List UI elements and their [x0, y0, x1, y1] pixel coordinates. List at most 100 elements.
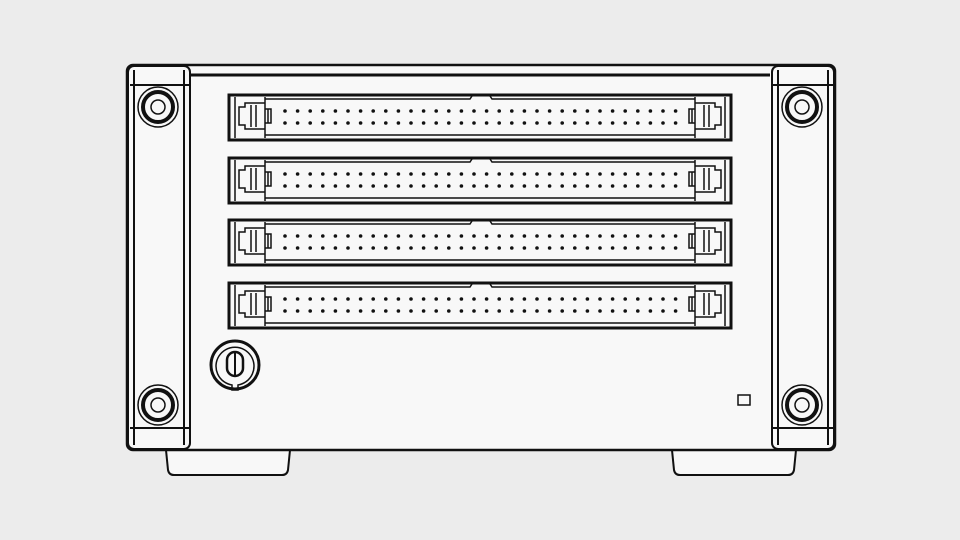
connector-pin	[560, 234, 564, 238]
connector-pin	[497, 234, 502, 238]
connector-pin	[598, 297, 602, 301]
connector-pin	[333, 246, 338, 250]
connector-latch	[688, 222, 726, 263]
connector-pin	[535, 109, 539, 113]
connector-pin	[472, 172, 476, 176]
connector	[227, 281, 733, 330]
connector-pin	[447, 297, 451, 301]
connector-pin	[371, 172, 376, 176]
connector-pin	[535, 246, 539, 250]
connector-pin	[459, 234, 464, 238]
connector-pin	[333, 109, 338, 113]
connector-pin	[636, 121, 640, 125]
connector-pin	[535, 297, 539, 301]
connector-pin	[358, 184, 363, 188]
connector-pin	[484, 234, 489, 238]
connector-pin	[371, 309, 376, 313]
connector-pin	[459, 109, 464, 113]
connector-pin	[585, 109, 590, 113]
connector-pin	[283, 121, 287, 125]
connector-pin	[447, 109, 451, 113]
connector-pin	[610, 109, 615, 113]
connector-pin	[598, 246, 602, 250]
connector-pin	[535, 172, 539, 176]
connector-pin	[636, 309, 640, 313]
connector-pin	[585, 121, 590, 125]
connector-latch	[688, 97, 726, 138]
connector-pin	[396, 121, 401, 125]
screw-icon	[137, 384, 179, 426]
connector-pin	[547, 172, 552, 176]
connector-pin	[421, 121, 426, 125]
connector-pin	[560, 246, 564, 250]
connector-pin	[421, 234, 426, 238]
connector-pin	[535, 184, 539, 188]
connector-pin	[346, 172, 350, 176]
connector-latch	[688, 160, 726, 201]
connector-latch	[234, 160, 272, 201]
connector-pin	[409, 309, 413, 313]
connector-pin	[434, 246, 439, 250]
connector-pin	[396, 297, 401, 301]
connector-pin	[484, 297, 489, 301]
connector-pin	[547, 184, 552, 188]
connector-pin	[333, 172, 338, 176]
key-lock-icon[interactable]	[209, 339, 261, 391]
connector-pin	[346, 297, 350, 301]
connector-pin	[421, 309, 426, 313]
connector-pin	[573, 297, 577, 301]
connector-pin	[434, 309, 439, 313]
connector-pin	[560, 297, 564, 301]
connector-pin	[409, 172, 413, 176]
connector-pin	[522, 172, 527, 176]
connector-pin	[661, 297, 665, 301]
connector-pin	[358, 109, 363, 113]
connector-pin	[673, 234, 678, 238]
connector-pin	[522, 246, 527, 250]
connector-pin	[484, 172, 489, 176]
connector-pin	[434, 234, 439, 238]
connector-pin	[497, 121, 502, 125]
connector-pin	[283, 297, 287, 301]
connector	[227, 156, 733, 205]
connector-pin	[573, 121, 577, 125]
connector-pin	[295, 184, 300, 188]
connector-pin	[560, 184, 564, 188]
connector-pin	[661, 172, 665, 176]
connector-pin	[547, 109, 552, 113]
connector-pin	[484, 121, 489, 125]
connector-pin	[358, 297, 363, 301]
connector-pin	[434, 109, 439, 113]
connector-pin	[573, 309, 577, 313]
connector-pin	[384, 246, 388, 250]
connector-pin	[447, 172, 451, 176]
connector-pin	[409, 234, 413, 238]
connector-pin	[623, 309, 627, 313]
connector-pin	[623, 246, 627, 250]
connector-pin	[623, 234, 627, 238]
connector-pin	[535, 121, 539, 125]
connector-pin	[308, 297, 313, 301]
right-foot	[670, 449, 798, 476]
connector-pin	[308, 172, 313, 176]
connector-pin	[421, 246, 426, 250]
connector-pin	[623, 184, 627, 188]
connector-pin	[472, 309, 476, 313]
right-side-column	[771, 65, 835, 450]
connector-pin	[459, 297, 464, 301]
connector-pin	[522, 309, 527, 313]
connector-pin	[673, 172, 678, 176]
connector-pin	[484, 109, 489, 113]
connector-pin	[308, 184, 313, 188]
connector-pin	[585, 309, 590, 313]
connector-pin	[598, 234, 602, 238]
connector-pin	[497, 297, 502, 301]
connector-pin	[472, 246, 476, 250]
connector-pin	[346, 234, 350, 238]
connector-pin	[396, 172, 401, 176]
connector-pin	[358, 234, 363, 238]
connector-pin	[510, 184, 514, 188]
connector-pin	[459, 246, 464, 250]
connector-pin	[636, 109, 640, 113]
connector-pin	[560, 109, 564, 113]
